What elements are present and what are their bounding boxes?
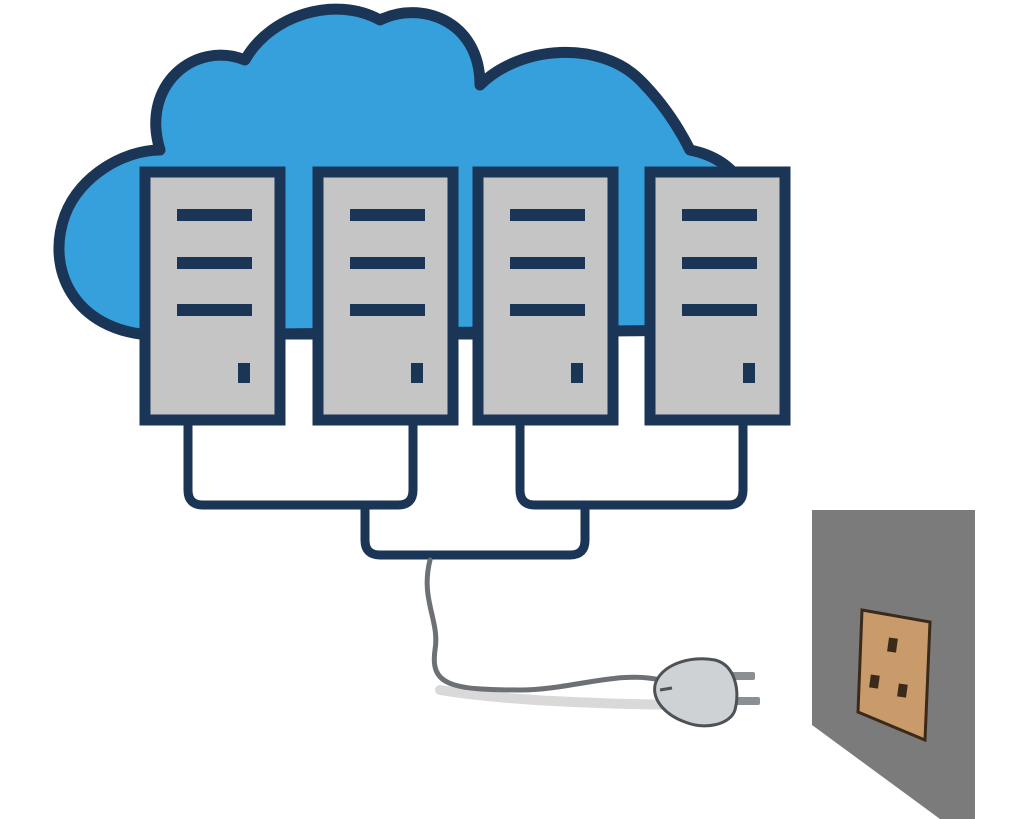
server-rack-icon [312,166,459,426]
drive-bay [682,257,757,269]
server-rack-icon [139,166,286,426]
drive-bay [350,304,425,316]
drive-bay [510,209,585,221]
drive-bay [510,257,585,269]
drive-bay [350,209,425,221]
drive-bay [510,304,585,316]
drive-bay [177,304,252,316]
server-rack-icon [472,166,619,426]
power-plug-icon [653,657,760,728]
power-button [411,363,423,383]
drive-bay [177,257,252,269]
server-rack-icon [644,166,791,426]
server-group [139,166,791,426]
drive-bay [682,304,757,316]
drive-bay [350,257,425,269]
power-button [571,363,583,383]
drive-bay [682,209,757,221]
drive-bay [177,209,252,221]
power-button [238,363,250,383]
wall-socket-icon [856,608,932,743]
power-button [743,363,755,383]
cable-harness [183,420,748,560]
